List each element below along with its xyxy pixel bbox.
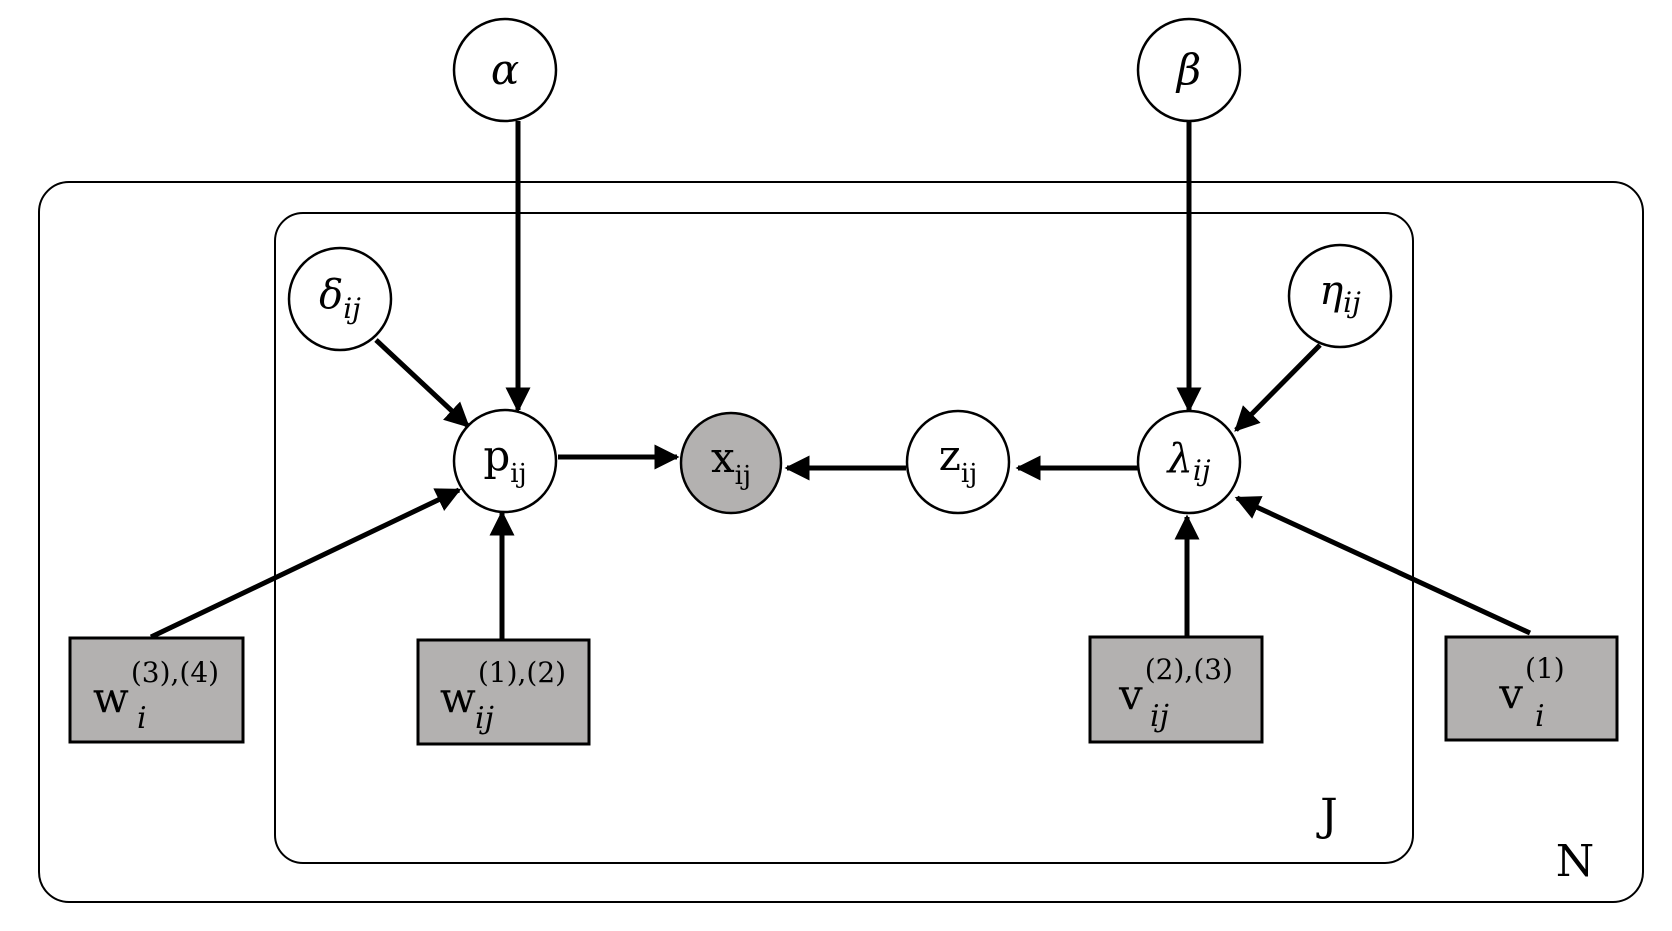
node-w-ij-12-sub: ij	[475, 701, 494, 736]
node-lambda-ij: λij	[1136, 409, 1242, 515]
node-v-ij-23: v(2),(3) ij	[1088, 635, 1264, 744]
node-w-ij-12-label: w(1),(2)	[440, 656, 566, 722]
node-w-i-34-box	[68, 636, 245, 744]
node-lambda-ij-label: λij	[1166, 436, 1211, 487]
node-beta-label: β	[1175, 45, 1201, 94]
node-w-i-34: w(3),(4) i	[68, 636, 245, 744]
node-eta-ij-label: ηij	[1319, 268, 1361, 319]
node-alpha: α	[452, 17, 558, 123]
node-v-i-1-sub: i	[1535, 699, 1545, 734]
node-v-ij-23-box	[1088, 635, 1264, 744]
node-p-ij: pij	[452, 408, 558, 514]
node-eta-ij: ηij	[1287, 243, 1393, 349]
node-v-i-1-box	[1444, 635, 1619, 742]
node-w-i-34-label: w(3),(4)	[93, 656, 219, 722]
edge-w34-to-p	[149, 487, 462, 640]
node-delta-ij: δij	[287, 246, 393, 352]
plate-outer-label: N	[1556, 836, 1595, 887]
edge-eta-to-lambda	[1234, 343, 1322, 432]
node-v-i-1-label: v(1)	[1498, 652, 1564, 718]
node-x-ij-label: xij	[711, 433, 751, 491]
node-w-ij-12-box	[416, 638, 591, 746]
node-alpha-circle	[452, 17, 558, 123]
node-w-i-34-sub: i	[137, 701, 147, 736]
node-z-ij-circle	[905, 409, 1011, 515]
node-v-ij-23-label: v(2),(3)	[1118, 653, 1233, 719]
node-z-ij: zij	[905, 409, 1011, 515]
edge-v1-to-lambda	[1234, 495, 1532, 636]
node-lambda-ij-circle	[1136, 409, 1242, 515]
node-alpha-label: α	[491, 45, 519, 94]
node-beta: β	[1136, 17, 1242, 123]
node-p-ij-label: pij	[483, 431, 526, 489]
edges	[149, 121, 1532, 640]
node-z-ij-label: zij	[939, 431, 978, 489]
node-v-ij-23-sub: ij	[1150, 699, 1169, 734]
node-p-ij-circle	[452, 408, 558, 514]
node-x-ij-circle	[679, 411, 783, 515]
node-beta-circle	[1136, 17, 1242, 123]
plate-outer-n	[38, 181, 1644, 903]
node-x-ij: xij	[679, 411, 783, 515]
plate-inner-label: J	[1316, 790, 1338, 841]
node-w-ij-12: w(1),(2) ij	[416, 638, 591, 746]
node-v-i-1: v(1) i	[1444, 635, 1619, 742]
node-delta-ij-label: δij	[319, 272, 361, 325]
node-eta-ij-circle	[1287, 243, 1393, 349]
edge-delta-to-p	[374, 338, 470, 428]
node-delta-ij-circle	[287, 246, 393, 352]
plate-inner-j	[274, 212, 1414, 864]
